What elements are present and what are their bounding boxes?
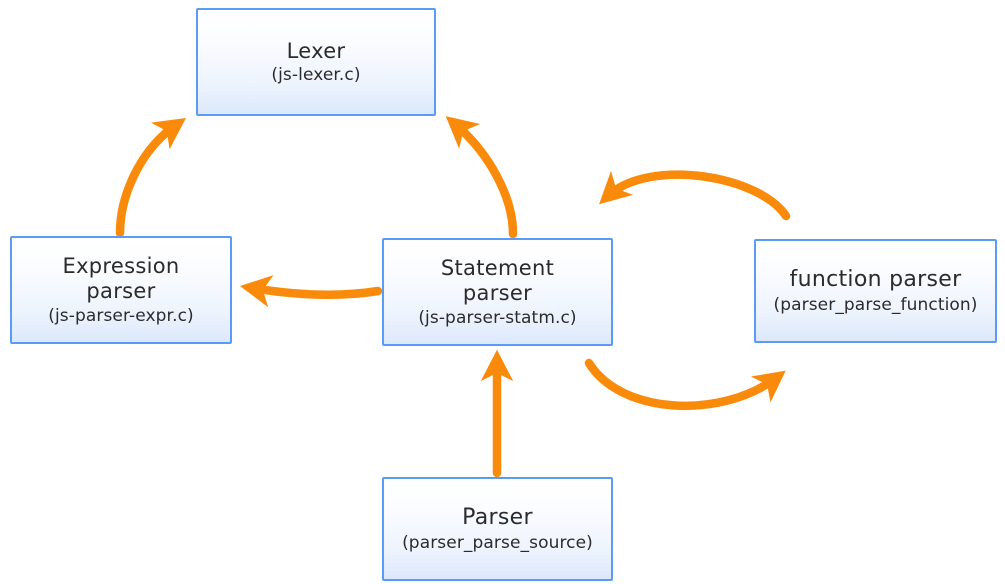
node-statement-parser-subtitle: (js-parser-statm.c): [418, 307, 577, 328]
node-function-parser-subtitle: (parser_parse_function): [773, 294, 978, 315]
node-expression-parser-subtitle: (js-parser-expr.c): [48, 305, 194, 326]
edge-statement-parser-to-expression-parser: [239, 275, 383, 308]
node-lexer-subtitle: (js-lexer.c): [271, 65, 361, 86]
node-lexer[interactable]: Lexer (js-lexer.c): [196, 8, 436, 116]
node-function-parser[interactable]: function parser (parser_parse_function): [754, 239, 997, 343]
node-lexer-title: Lexer: [286, 38, 346, 63]
edge-statement-parser-to-function-parser: [584, 358, 786, 411]
node-statement-parser-title: Statement parser: [440, 256, 555, 305]
edge-statement-parser-to-lexer: [445, 116, 518, 239]
node-parser-subtitle: (parser_parse_source): [402, 532, 593, 553]
node-expression-parser[interactable]: Expression parser (js-parser-expr.c): [10, 236, 232, 344]
node-parser[interactable]: Parser (parser_parse_source): [382, 477, 613, 581]
node-statement-parser[interactable]: Statement parser (js-parser-statm.c): [382, 238, 613, 346]
edge-expression-parser-to-lexer: [115, 118, 187, 238]
node-expression-parser-title: Expression parser: [62, 254, 180, 303]
edge-function-parser-to-statement-parser: [599, 170, 791, 221]
node-parser-title: Parser: [462, 505, 533, 530]
node-function-parser-title: function parser: [789, 267, 962, 292]
